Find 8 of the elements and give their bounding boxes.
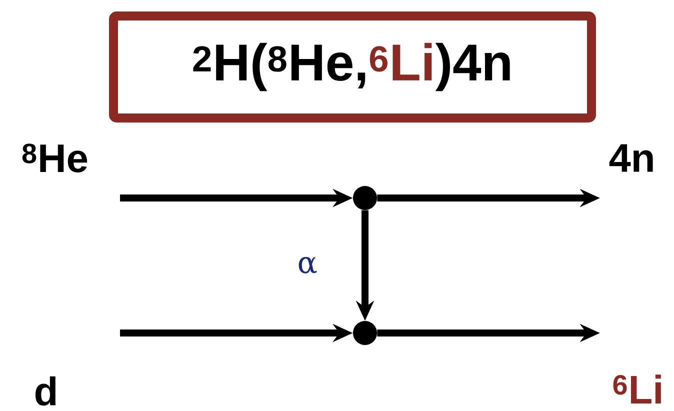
particle-label: $^{8}$He	[22, 144, 88, 172]
vertex-dot	[353, 321, 377, 345]
particle-label: d	[35, 376, 56, 406]
vertex-dot	[353, 186, 377, 210]
edge-label: α	[298, 257, 317, 274]
particle-label: $^{6}$Li	[613, 374, 661, 404]
particle-label: 4n	[609, 144, 653, 172]
title-box: $^{2}$H($^{8}$He,$^{6}$Li)4n	[109, 12, 596, 122]
